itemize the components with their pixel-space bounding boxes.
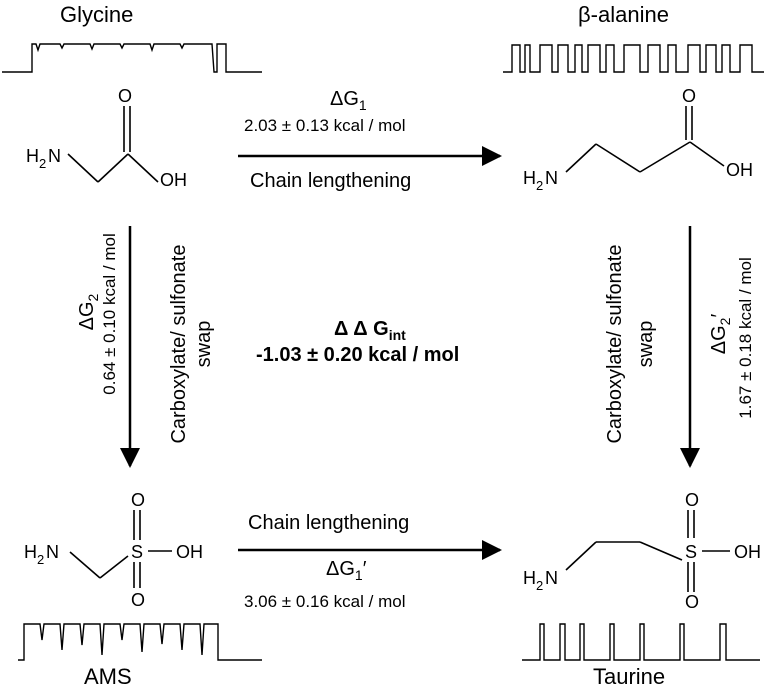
taurine-label: Taurine bbox=[593, 664, 666, 689]
svg-text:O: O bbox=[131, 590, 145, 610]
glycine-label: Glycine bbox=[60, 2, 134, 27]
glycine-current-trace bbox=[2, 43, 262, 73]
top-delta-g: ΔG1 bbox=[330, 88, 367, 113]
center-ddg: Δ Δ Gint bbox=[334, 318, 406, 343]
ams-label: AMS bbox=[84, 664, 132, 689]
svg-text:H: H bbox=[523, 568, 536, 588]
ams-sulfur: S bbox=[131, 542, 143, 562]
beta-alanine-label: β-alanine bbox=[578, 2, 669, 27]
svg-text:H: H bbox=[24, 542, 37, 562]
center-value: -1.03 ± 0.20 kcal / mol bbox=[256, 344, 460, 366]
bottom-caption: Chain lengthening bbox=[248, 512, 410, 534]
taurine-sulfur: S bbox=[685, 542, 697, 562]
ams-current-trace bbox=[18, 623, 262, 661]
ams-structure bbox=[69, 510, 172, 588]
left-delta-g: ΔG2 bbox=[76, 293, 101, 331]
svg-text:O: O bbox=[682, 86, 696, 106]
svg-text:O: O bbox=[685, 592, 699, 612]
glycine-amine-sub: 2 bbox=[39, 156, 46, 171]
right-caption-line1: Carboxylate/ sulfonate bbox=[604, 244, 626, 444]
beta-alanine-current-trace bbox=[503, 44, 764, 73]
glycine-structure bbox=[67, 106, 159, 183]
svg-text:N: N bbox=[545, 568, 558, 588]
bottom-delta-g: ΔG1′ bbox=[326, 558, 367, 583]
right-value: 1.67 ± 0.18 kcal / mol bbox=[736, 257, 755, 419]
svg-text:OH: OH bbox=[734, 542, 761, 562]
top-caption: Chain lengthening bbox=[250, 170, 412, 192]
bottom-value: 3.06 ± 0.16 kcal / mol bbox=[244, 592, 406, 611]
left-caption-line1: Carboxylate/ sulfonate bbox=[168, 244, 190, 444]
beta-alanine-structure bbox=[565, 106, 725, 173]
glycine-oh: OH bbox=[160, 170, 187, 190]
glycine-o: O bbox=[118, 86, 132, 106]
taurine-current-trace bbox=[522, 623, 760, 661]
left-caption-line2: swap bbox=[193, 320, 215, 368]
taurine-structure bbox=[565, 510, 730, 592]
svg-text:2: 2 bbox=[536, 178, 543, 193]
right-caption-line2: swap bbox=[635, 320, 657, 368]
right-delta-g: ΔG2′ bbox=[708, 313, 733, 355]
left-value: 0.64 ± 0.10 kcal / mol bbox=[100, 233, 119, 395]
svg-text:N: N bbox=[545, 168, 558, 188]
glycine-amine: H bbox=[26, 146, 39, 166]
svg-text:O: O bbox=[685, 490, 699, 510]
glycine-n: N bbox=[48, 146, 61, 166]
svg-text:2: 2 bbox=[536, 578, 543, 593]
svg-text:N: N bbox=[46, 542, 59, 562]
svg-text:2: 2 bbox=[37, 552, 44, 567]
svg-text:OH: OH bbox=[176, 542, 203, 562]
beta-alanine-amine: H bbox=[523, 168, 536, 188]
top-value: 2.03 ± 0.13 kcal / mol bbox=[244, 116, 406, 135]
svg-text:O: O bbox=[131, 490, 145, 510]
svg-text:OH: OH bbox=[726, 160, 753, 180]
